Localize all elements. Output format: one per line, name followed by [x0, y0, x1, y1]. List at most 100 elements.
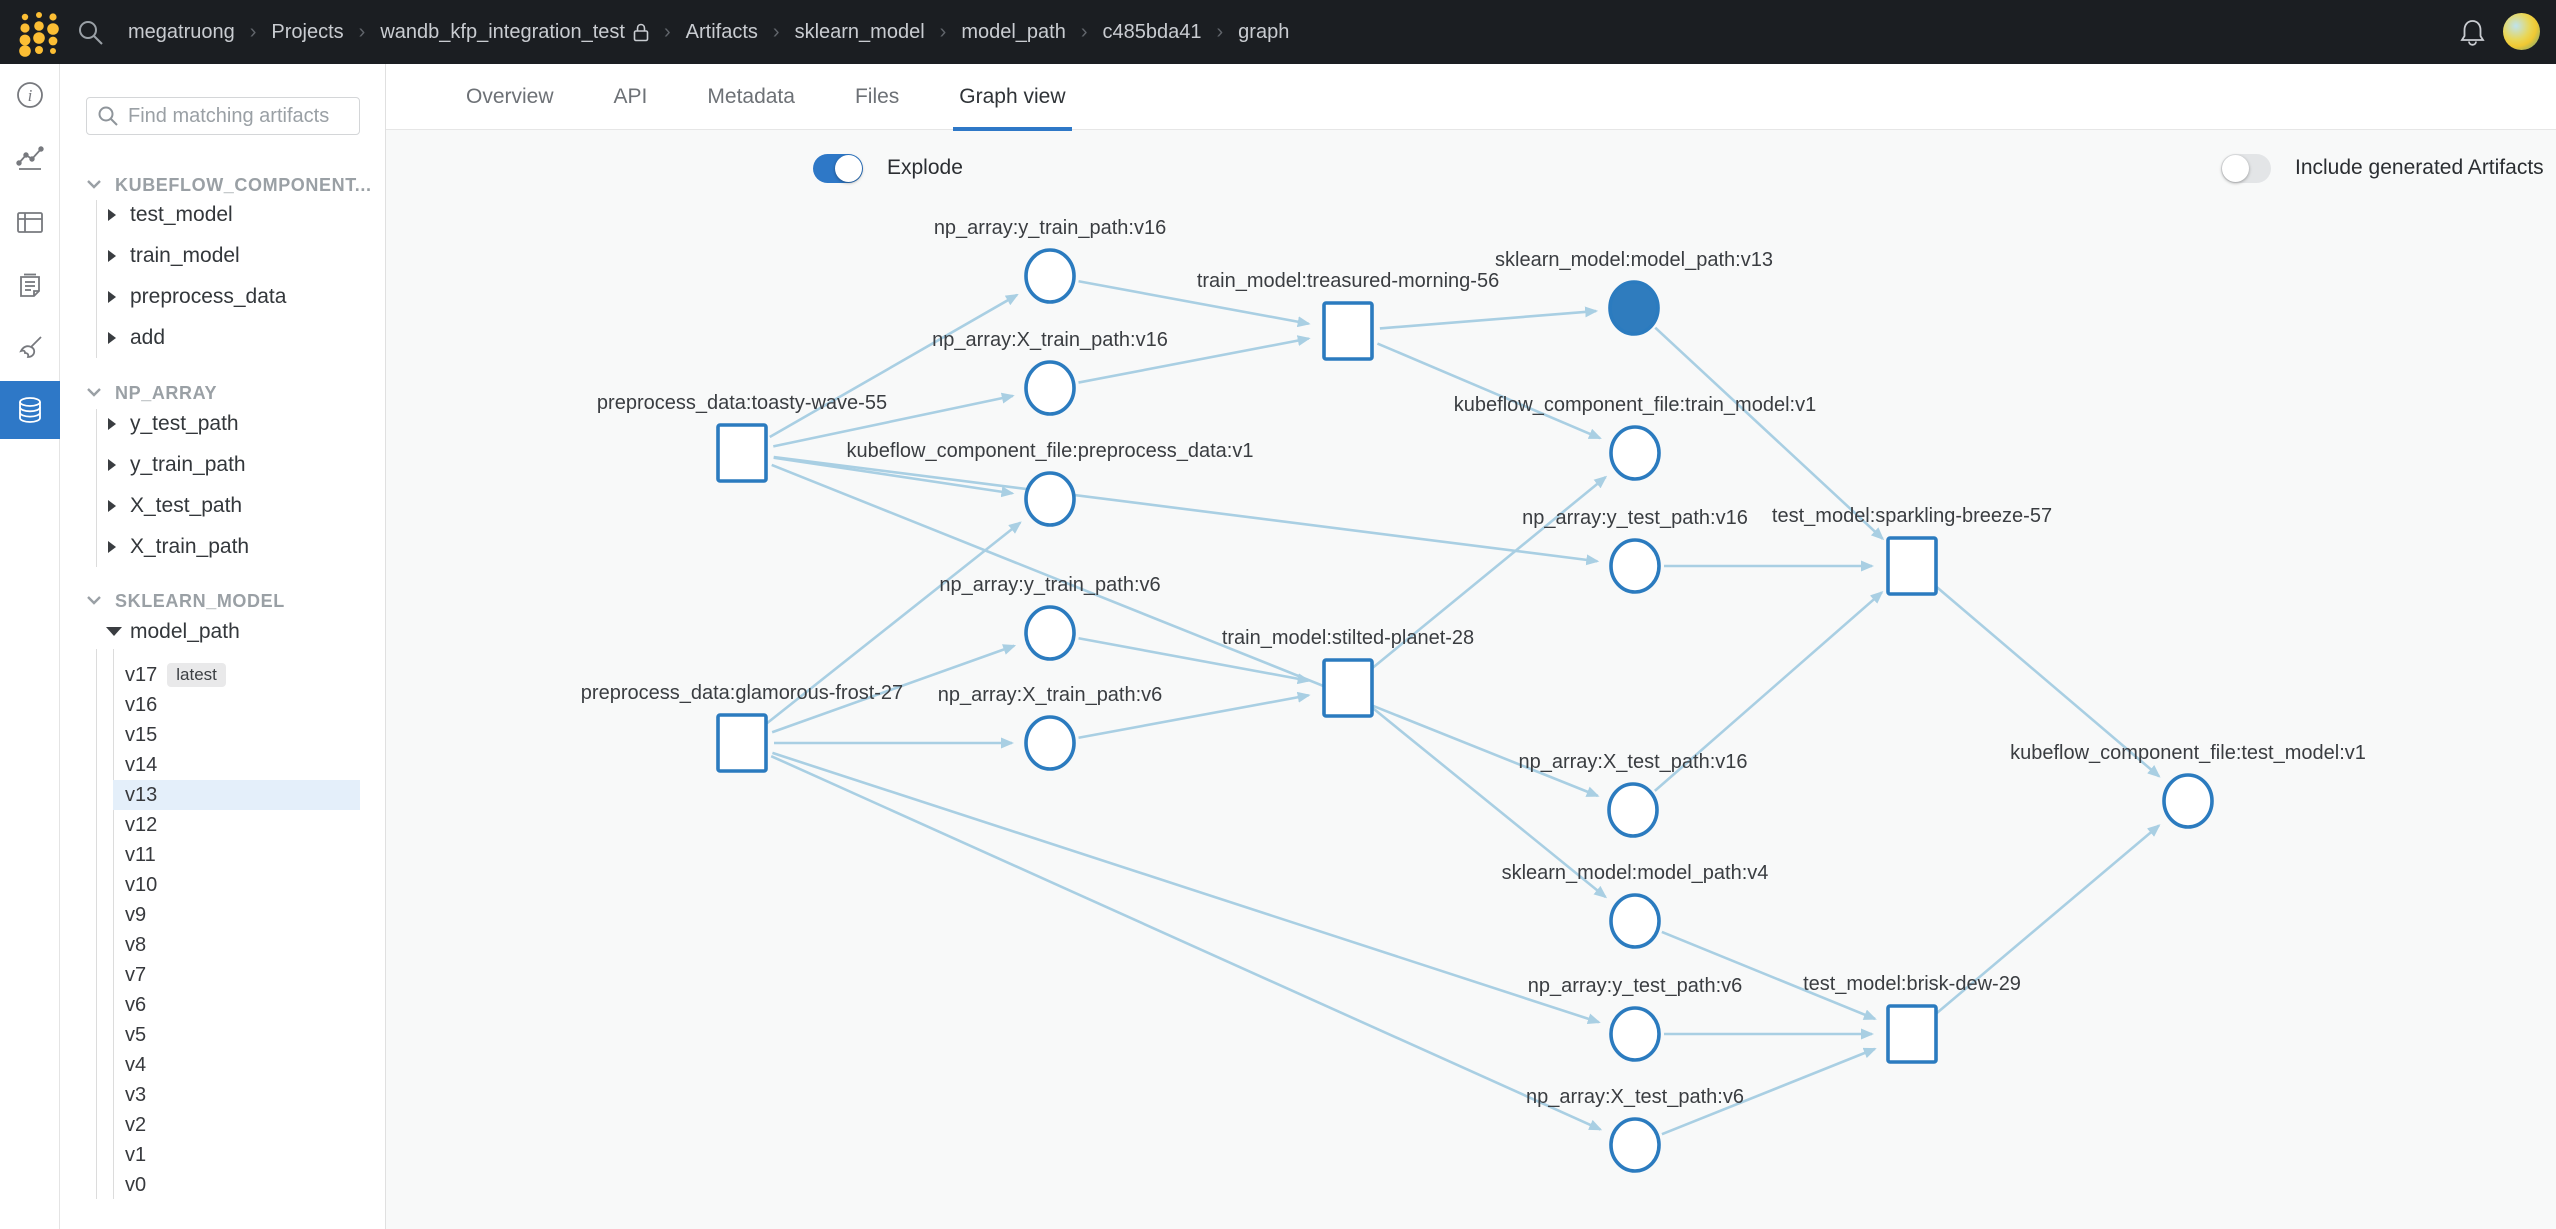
graph-node-kfp_train[interactable] [1609, 425, 1661, 481]
search-icon [98, 106, 118, 126]
graph-node-y_test16[interactable] [1609, 538, 1661, 594]
version-v15[interactable]: v15 [125, 723, 158, 746]
artifacts-icon[interactable] [0, 381, 60, 439]
tree-item-test_model[interactable]: test_model [60, 194, 386, 235]
graph-node-brisk[interactable] [1886, 1004, 1938, 1064]
breadcrumb-item[interactable]: megatruong [128, 20, 235, 43]
search-icon[interactable] [76, 18, 104, 46]
tab-files[interactable]: Files [854, 85, 900, 108]
graph-node-kfp_pre[interactable] [1024, 471, 1076, 527]
tree-section-header[interactable]: SKLEARN_MODEL [60, 586, 386, 616]
graph-edge-glamorous-to-kfp_pre [766, 521, 1022, 725]
version-v2[interactable]: v2 [125, 1113, 147, 1136]
graph-edge-toasty-to-y_train16 [769, 293, 1019, 439]
latest-badge: latest [167, 663, 226, 687]
version-v12[interactable]: v12 [125, 813, 158, 836]
tree-item-y_test_path[interactable]: y_test_path [60, 403, 386, 444]
tab-overview[interactable]: Overview [466, 85, 554, 108]
breadcrumb-separator: › [249, 20, 257, 43]
graph-node-sparkling[interactable] [1886, 536, 1938, 596]
breadcrumb-item[interactable]: wandb_kfp_integration_test [380, 21, 649, 44]
graph-node-label: preprocess_data:glamorous-frost-27 [581, 682, 903, 704]
info-icon[interactable]: i [0, 66, 60, 124]
breadcrumb-item[interactable]: model_path [961, 20, 1066, 43]
tree-item-X_test_path[interactable]: X_test_path [60, 485, 386, 526]
graph-edge-model13-to-sparkling [1654, 326, 1885, 541]
graph-node-X_train6[interactable] [1024, 715, 1076, 771]
graph-edge-toasty-to-kfp_pre [773, 456, 1015, 498]
version-v14[interactable]: v14 [125, 753, 158, 776]
graph-node-X_test6[interactable] [1609, 1117, 1661, 1173]
bell-icon[interactable] [2459, 18, 2486, 46]
breadcrumb-item[interactable]: sklearn_model [794, 20, 925, 43]
search-input[interactable] [128, 104, 348, 128]
tab-graph-view[interactable]: Graph view [953, 64, 1072, 131]
version-v4[interactable]: v4 [125, 1053, 147, 1076]
include-generated-artifacts-toggle[interactable] [2221, 153, 2271, 183]
graph-edge-X_train16-to-treasured [1078, 335, 1311, 384]
lineage-graph: preprocess_data:toasty-wave-55preprocess… [581, 217, 2366, 1173]
graph-node-label: test_model:brisk-dew-29 [1803, 973, 2021, 995]
graph-edge-y_train6-to-stilted [1078, 636, 1311, 685]
version-v16[interactable]: v16 [125, 693, 158, 716]
wandb-logo-icon[interactable] [10, 5, 66, 59]
explode-toggle[interactable] [813, 153, 863, 183]
tree-guide-line [96, 409, 97, 567]
graph-node-X_train16[interactable] [1024, 360, 1076, 416]
sweeps-icon[interactable] [0, 319, 60, 377]
version-v13[interactable]: v13 [113, 780, 360, 810]
tree-item-preprocess_data[interactable]: preprocess_data [60, 276, 386, 317]
tree-item-model_path[interactable]: model_path [60, 611, 386, 652]
version-v1[interactable]: v1 [125, 1143, 147, 1166]
graph-node-X_test16[interactable] [1607, 782, 1659, 838]
breadcrumb-item[interactable]: Artifacts [685, 20, 758, 43]
breadcrumb-separator: › [1080, 20, 1088, 43]
reports-icon[interactable] [0, 257, 60, 315]
tables-icon[interactable] [0, 193, 60, 251]
version-v6[interactable]: v6 [125, 993, 147, 1016]
tree-item-add[interactable]: add [60, 317, 386, 358]
tab-api[interactable]: API [613, 85, 648, 108]
tree-section-header[interactable]: KUBEFLOW_COMPONENT... [60, 170, 386, 200]
graph-node-stilted[interactable] [1322, 658, 1374, 718]
version-v8[interactable]: v8 [125, 933, 147, 956]
breadcrumb-item[interactable]: Projects [271, 20, 344, 43]
graph-node-y_train16[interactable] [1024, 248, 1076, 304]
tab-metadata[interactable]: Metadata [707, 85, 795, 108]
user-avatar[interactable] [2503, 13, 2540, 50]
graph-node-kfp_test[interactable] [2162, 773, 2214, 829]
explode-toggle-row: Explode [813, 153, 963, 183]
graph-node-model13[interactable] [1608, 280, 1660, 336]
version-v9[interactable]: v9 [125, 903, 147, 926]
tree-item-y_train_path[interactable]: y_train_path [60, 444, 386, 485]
graph-node-toasty[interactable] [716, 423, 768, 483]
version-v3[interactable]: v3 [125, 1083, 147, 1106]
graph-node-glamorous[interactable] [716, 713, 768, 773]
graph-node-treasured[interactable] [1322, 301, 1374, 361]
graph-node-label: np_array:X_train_path:v6 [938, 684, 1163, 706]
version-v7[interactable]: v7 [125, 963, 147, 986]
breadcrumb-item[interactable]: graph [1238, 20, 1290, 43]
include-toggle-row: Include generated Artifacts [2221, 153, 2544, 183]
breadcrumb-item[interactable]: c485bda41 [1102, 20, 1202, 43]
tree-item-train_model[interactable]: train_model [60, 235, 386, 276]
graph-edge-glamorous-to-y_train6 [771, 644, 1017, 734]
tree-item-X_train_path[interactable]: X_train_path [60, 526, 386, 567]
charts-icon[interactable] [0, 129, 60, 187]
graph-node-y_train6[interactable] [1024, 605, 1076, 661]
graph-edge-brisk-to-kfp_test [1935, 824, 2161, 1015]
graph-node-y_test6[interactable] [1609, 1006, 1661, 1062]
version-v5[interactable]: v5 [125, 1023, 147, 1046]
tree-section-header[interactable]: NP_ARRAY [60, 378, 386, 408]
graph-edge-treasured-to-model13 [1379, 306, 1599, 330]
graph-edge-treasured-to-kfp_train [1376, 342, 1602, 440]
version-v11[interactable]: v11 [125, 843, 156, 866]
graph-node-model4[interactable] [1609, 893, 1661, 949]
artifact-search-box[interactable] [86, 97, 360, 135]
graph-edges [766, 279, 2161, 1136]
version-v10[interactable]: v10 [125, 873, 158, 896]
version-v0[interactable]: v0 [125, 1173, 147, 1196]
breadcrumb-separator: › [358, 20, 366, 43]
graph-node-label: np_array:y_test_path:v6 [1528, 975, 1743, 997]
